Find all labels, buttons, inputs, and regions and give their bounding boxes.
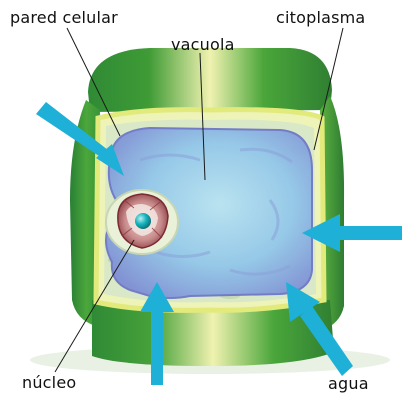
label-agua: agua bbox=[328, 375, 369, 393]
label-pared-celular: pared celular bbox=[10, 9, 118, 27]
label-vacuola: vacuola bbox=[171, 36, 235, 54]
label-nucleo: núcleo bbox=[22, 374, 76, 392]
nucleus bbox=[106, 190, 178, 254]
label-citoplasma: citoplasma bbox=[276, 9, 365, 27]
cell-wall-top bbox=[88, 48, 332, 112]
nucleolus bbox=[135, 213, 151, 229]
